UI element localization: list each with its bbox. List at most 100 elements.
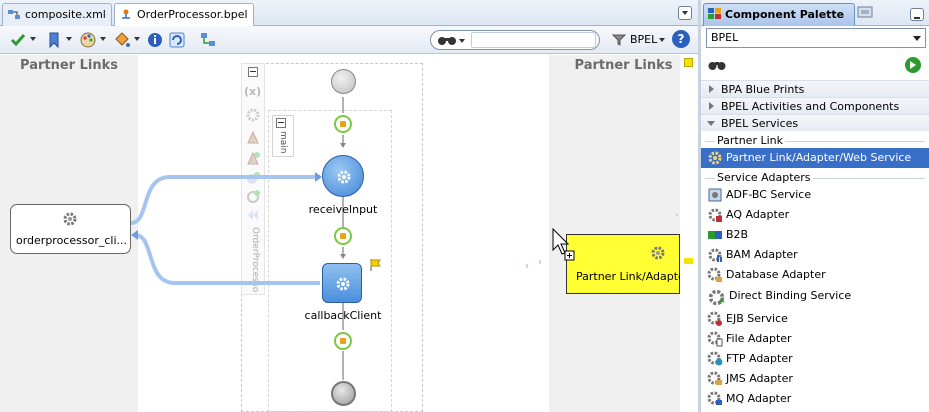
palette-item-file-adapter[interactable]: File Adapter bbox=[701, 329, 929, 349]
color-palette-button[interactable] bbox=[78, 30, 98, 50]
drop-target-label: Partner Link/Adapter/ bbox=[576, 270, 680, 283]
language-selector[interactable]: BPEL bbox=[612, 30, 668, 50]
section-label: Service Adapters bbox=[715, 171, 813, 184]
paint-button[interactable] bbox=[112, 30, 132, 50]
palette-item-label: B2B bbox=[726, 228, 749, 241]
file-icon bbox=[707, 331, 723, 347]
palette-item-b2b[interactable]: B2B bbox=[701, 225, 929, 245]
end-node[interactable] bbox=[331, 381, 356, 406]
go-button[interactable] bbox=[905, 57, 921, 73]
category-label: BPEL Services bbox=[721, 117, 799, 130]
message-exchange-icon[interactable] bbox=[245, 150, 261, 166]
filter-icon bbox=[612, 34, 626, 46]
section-service-adapters: Service Adapters bbox=[701, 170, 929, 185]
ejb-icon bbox=[707, 311, 722, 326]
palette-item-ejb-service[interactable]: EJB Service bbox=[701, 309, 929, 329]
warning-marker[interactable] bbox=[684, 58, 693, 67]
palette-item-label: ADF-BC Service bbox=[726, 188, 812, 201]
palette-item-jms-adapter[interactable]: JMS Adapter bbox=[701, 369, 929, 389]
direct-binding-icon bbox=[708, 289, 725, 306]
tab-list-button[interactable] bbox=[678, 6, 692, 20]
timer-icon[interactable] bbox=[245, 188, 261, 204]
section-partner-link: Partner Link bbox=[701, 133, 929, 148]
bpel-process-icon bbox=[122, 9, 130, 19]
main-scope-label: main bbox=[278, 131, 288, 154]
help-button[interactable]: ? bbox=[672, 30, 690, 48]
section-divider bbox=[705, 178, 925, 179]
transition-badge[interactable] bbox=[334, 332, 352, 350]
search-input[interactable] bbox=[471, 32, 596, 48]
palette-item-direct-binding-service[interactable]: Direct Binding Service bbox=[701, 286, 929, 308]
category-bpel-activities[interactable]: BPEL Activities and Components bbox=[701, 97, 929, 114]
info-button[interactable] bbox=[145, 30, 165, 50]
chevron-down-icon[interactable] bbox=[66, 37, 72, 41]
jms-icon bbox=[707, 371, 722, 385]
lane-title: Partner Links bbox=[574, 58, 673, 73]
palette-item-label: Database Adapter bbox=[726, 268, 826, 281]
partner-link-orderprocessor-client[interactable]: orderprocessor_cli... bbox=[10, 204, 131, 254]
category-bpel-services[interactable]: BPEL Services bbox=[701, 114, 929, 131]
partner-link-wizard-button[interactable] bbox=[198, 30, 218, 50]
overview-marker-strip bbox=[680, 55, 698, 412]
ftp-icon bbox=[707, 351, 723, 366]
help-icon: ? bbox=[677, 32, 685, 46]
library-select[interactable]: BPEL bbox=[706, 28, 926, 48]
gear-icon bbox=[63, 212, 77, 226]
collapse-process-button[interactable] bbox=[248, 67, 258, 77]
refresh-icon bbox=[169, 32, 185, 48]
variables-icon[interactable]: (x) bbox=[244, 85, 262, 98]
chevron-right-icon bbox=[709, 102, 714, 110]
drop-target-partner-link[interactable]: Partner Link/Adapter/ bbox=[566, 234, 680, 294]
transition-badge[interactable] bbox=[334, 227, 352, 245]
tab-orderprocessor-bpel[interactable]: OrderProcessor.bpel bbox=[114, 3, 254, 26]
chevron-down-icon[interactable] bbox=[100, 37, 106, 41]
palette-item-mq-adapter[interactable]: MQ Adapter bbox=[701, 389, 929, 409]
palette-item-ftp-adapter[interactable]: FTP Adapter bbox=[701, 349, 929, 369]
minimize-button[interactable] bbox=[910, 8, 924, 21]
collapse-main-button[interactable] bbox=[276, 118, 286, 128]
palette-item-bam-adapter[interactable]: BAM Adapter bbox=[701, 245, 929, 265]
receive-activity[interactable] bbox=[322, 155, 364, 197]
warning-marker[interactable] bbox=[684, 258, 693, 264]
search-binoculars-icon[interactable] bbox=[708, 58, 726, 71]
chevron-down-icon[interactable] bbox=[30, 37, 36, 41]
transition-badge[interactable] bbox=[334, 115, 352, 133]
resource-palette-tab[interactable] bbox=[857, 5, 877, 25]
tab-label: composite.xml bbox=[25, 8, 106, 21]
tab-composite[interactable]: composite.xml bbox=[2, 3, 112, 26]
flag-icon[interactable] bbox=[369, 258, 383, 272]
mouse-cursor-icon bbox=[552, 228, 575, 261]
chevron-down-icon[interactable] bbox=[134, 37, 140, 41]
process-name-vertical: OrderProcessor bbox=[250, 227, 260, 293]
b2b-icon bbox=[708, 231, 722, 239]
refresh-button[interactable] bbox=[167, 30, 187, 50]
palette-item-adf-bc-service[interactable]: ADF-BC Service bbox=[701, 185, 929, 205]
correlation-icon[interactable] bbox=[245, 129, 261, 145]
search-field[interactable] bbox=[430, 30, 600, 50]
tab-component-palette[interactable]: Component Palette bbox=[703, 3, 855, 26]
palette-icon bbox=[80, 32, 96, 48]
dropdown-caret[interactable] bbox=[459, 39, 465, 43]
event-icon[interactable] bbox=[245, 207, 261, 223]
bookmark-button[interactable] bbox=[44, 30, 64, 50]
bam-adapter-icon bbox=[708, 248, 722, 262]
invoke-activity[interactable] bbox=[322, 263, 362, 303]
category-bpa-blue-prints[interactable]: BPA Blue Prints bbox=[701, 80, 929, 97]
chevron-down-icon bbox=[913, 36, 921, 41]
gear-icon bbox=[337, 170, 351, 184]
palette-item-partner-link[interactable]: Partner Link/Adapter/Web Service bbox=[701, 148, 929, 168]
gear-icon bbox=[651, 246, 665, 260]
resource-icon bbox=[857, 6, 873, 18]
palette-item-label: Partner Link/Adapter/Web Service bbox=[726, 151, 912, 164]
bpel-design-canvas[interactable]: Partner Links Partner Links (x) OrderPro… bbox=[0, 55, 698, 412]
flow-icon bbox=[340, 233, 346, 239]
validate-button[interactable] bbox=[8, 30, 28, 50]
category-label: BPEL Activities and Components bbox=[721, 100, 900, 113]
palette-header: Component Palette bbox=[701, 0, 929, 26]
palette-item-database-adapter[interactable]: Database Adapter bbox=[701, 265, 929, 285]
info-icon bbox=[148, 33, 162, 47]
activity-label: receiveInput bbox=[308, 203, 378, 216]
start-node[interactable] bbox=[331, 69, 356, 94]
palette-item-aq-adapter[interactable]: AQ Adapter bbox=[701, 205, 929, 225]
gear-icon[interactable] bbox=[245, 107, 261, 123]
